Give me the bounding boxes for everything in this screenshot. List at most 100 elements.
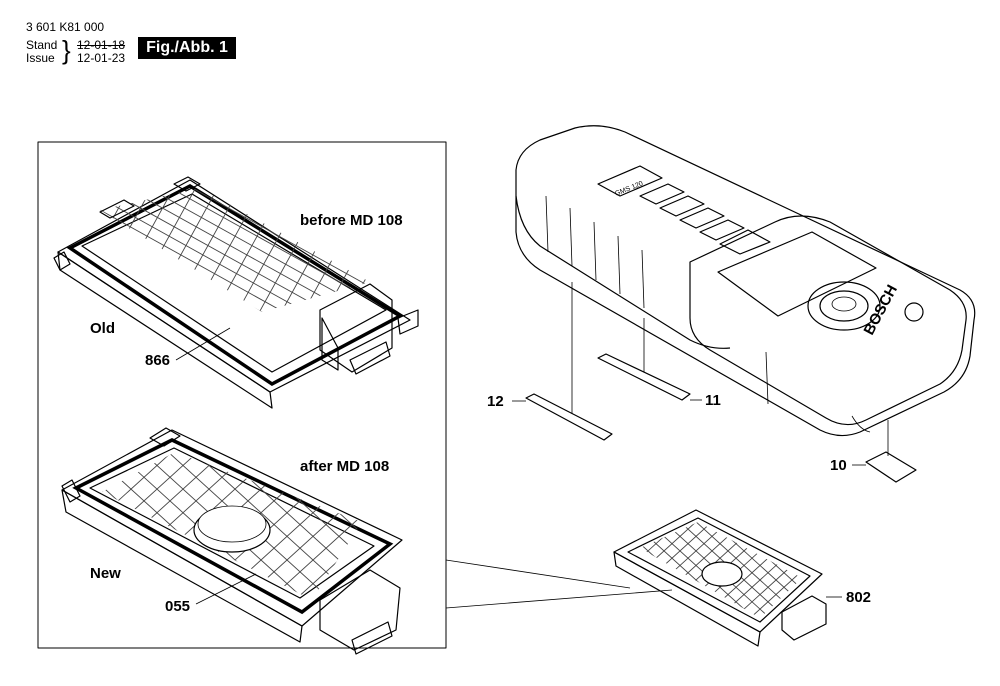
grid-line [832,500,986,640]
before-caption: before MD 108 [300,212,403,229]
issue-date: 12-01-23 [77,51,126,65]
grid-line [272,452,362,600]
grid-line [326,500,480,640]
issue-label: Issue [26,51,55,65]
grid-line [430,430,639,620]
grid-line [455,430,664,620]
grid-line [918,500,1000,640]
grid-line [640,180,1000,400]
grid-line [0,430,15,620]
grid-line [398,180,794,400]
part-label-866: 866 [145,352,171,369]
grid-line [102,452,223,600]
grid-line [912,500,1000,640]
grid-line [886,500,1000,640]
grid-line [0,430,93,620]
grid-line [508,180,904,400]
pad-11 [597,353,691,401]
grid-line [177,188,370,312]
grid-line [100,188,157,312]
grid-line [822,500,976,640]
grid-line [432,500,586,640]
stand-label: Stand [26,38,58,52]
grid-line [102,452,198,600]
connector-line-bottom [445,589,673,609]
grid-line [530,180,926,400]
grid-line [816,500,970,640]
grid-line [773,522,802,618]
grid-line [470,500,624,640]
grid-line [0,430,41,620]
pad-12 [525,393,613,441]
grid-line [0,180,68,400]
grid-line [950,500,1000,640]
new-cover-drawing [0,427,821,655]
connector-line-top [445,559,631,589]
old-label: Old [90,320,115,337]
grid-line [482,430,691,620]
grid-line [416,500,570,640]
grid-line [133,188,370,312]
grid-line [454,500,608,640]
grid-line [806,500,960,640]
grid-line [966,500,1000,640]
grid-line [352,500,506,640]
part-label-12: 12 [487,393,504,410]
grid-line [560,430,769,620]
grid-line [0,430,92,620]
grid-line [403,430,612,620]
grid-line [880,500,1000,640]
grid-line [854,500,1000,640]
grid-line [431,180,552,400]
grid-line [640,522,673,618]
grid-line [563,180,684,400]
grid-line [838,500,992,640]
grid-line [404,430,613,620]
grid-line [0,180,2,400]
grid-line [640,522,705,618]
grid-line [934,500,1000,640]
figure-label: Fig./Abb. 1 [138,37,236,59]
grid-line [0,430,14,620]
document-number: 3 601 K81 000 [26,20,105,34]
grid-line [596,180,992,400]
grid-line [0,180,24,400]
grid-line [799,522,802,618]
grid-line [409,180,530,400]
grid-line [767,522,802,618]
inset-frame [37,141,447,649]
grid-line [429,430,638,620]
grid-line [420,180,816,400]
grid-line [992,500,1000,640]
grid-line [276,188,370,312]
grid-line [400,500,554,640]
grid-line [618,180,1000,400]
grid-line [896,500,1000,640]
grid-line [102,452,145,600]
grid-line [378,430,587,620]
grid-line [100,188,370,312]
grid-line [100,188,113,312]
grid-line [848,500,1000,640]
grid-line [671,522,802,618]
grid-line [456,430,665,620]
grid-line [100,188,245,312]
grid-line [612,430,821,620]
grid-line [453,180,574,400]
part-label-10: 10 [830,457,847,474]
device-drawing [515,125,976,437]
grid-line [387,180,508,400]
grid-line [368,500,522,640]
grid-line [944,500,1000,640]
grid-line [684,180,1000,400]
grid-line [464,500,618,640]
grid-line [640,522,689,618]
grid-line [448,500,602,640]
grid-line [0,430,66,620]
grid-line [0,180,90,400]
grid-line [358,500,512,640]
old-cover-drawing [0,176,1000,409]
grid-line [102,452,197,600]
grid-line [377,430,586,620]
grid-line [497,180,618,400]
